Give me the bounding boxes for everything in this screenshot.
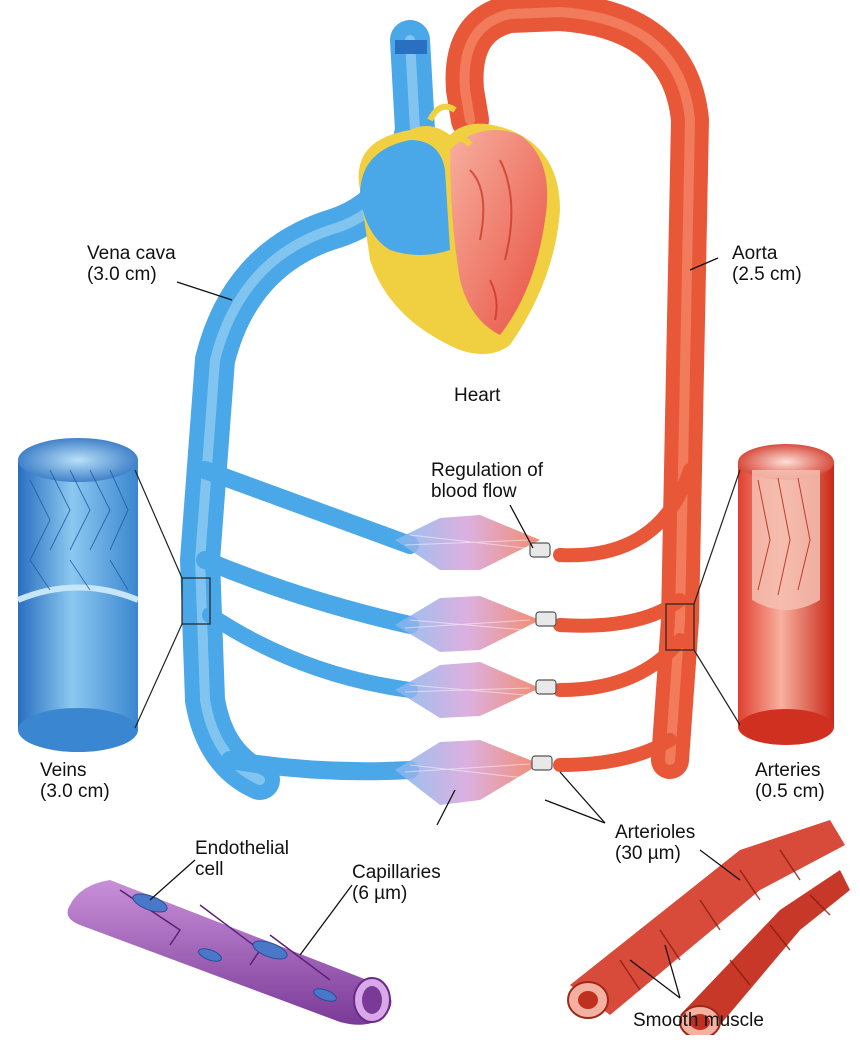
arteries-size: (0.5 cm)	[755, 781, 825, 802]
capillaries-label: Capillaries (6 µm)	[352, 862, 441, 904]
arterioles-size: (30 µm)	[615, 843, 695, 864]
vena-cava-name: Vena cava	[87, 243, 176, 264]
endothelial-label: Endothelial cell	[195, 838, 289, 880]
capillaries-tube-leader	[300, 885, 352, 955]
arterioles-leader-b	[545, 800, 605, 823]
arterioles-label: Arterioles (30 µm)	[615, 822, 695, 864]
regulation-label: Regulation of blood flow	[431, 460, 543, 502]
arteries-label: Arteries (0.5 cm)	[755, 760, 825, 802]
capillaries-size: (6 µm)	[352, 883, 441, 904]
vein-cross-section	[18, 438, 182, 752]
capillary-tube	[68, 880, 392, 1025]
capillaries-name: Capillaries	[352, 862, 441, 883]
regulation-valves	[530, 543, 556, 770]
veins-size: (3.0 cm)	[40, 781, 110, 802]
aorta-name: Aorta	[732, 243, 802, 264]
heart-label: Heart	[454, 385, 500, 406]
arteries-name: Arteries	[755, 760, 825, 781]
arterioles-name: Arterioles	[615, 822, 695, 843]
artery-cross-section	[694, 444, 834, 745]
vena-cava-size: (3.0 cm)	[87, 264, 176, 285]
aorta-size: (2.5 cm)	[732, 264, 802, 285]
arteriole-bundle	[568, 820, 850, 1035]
aorta-label: Aorta (2.5 cm)	[732, 243, 802, 285]
capillary-bed-4	[395, 740, 540, 805]
vena-cava-label: Vena cava (3.0 cm)	[87, 243, 176, 285]
veins-label: Veins (3.0 cm)	[40, 760, 110, 802]
capillary-beds	[395, 515, 540, 805]
smooth-muscle-label: Smooth muscle	[633, 1010, 764, 1031]
veins-name: Veins	[40, 760, 110, 781]
endothelial-leader	[150, 860, 195, 900]
heart-illustration	[359, 107, 560, 354]
arterioles-leader-a	[560, 772, 605, 823]
